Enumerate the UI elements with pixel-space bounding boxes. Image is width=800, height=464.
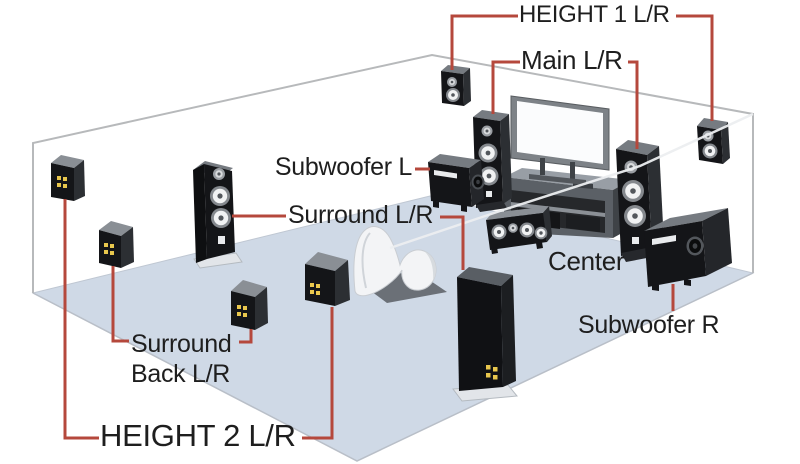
- height1-right-speaker: [697, 118, 730, 164]
- speaker-terminals-icon: [310, 283, 320, 295]
- height2-right-speaker: [305, 252, 350, 306]
- connector-surround-back-left: [111, 266, 129, 343]
- connector-height2-left: [63, 199, 99, 440]
- label-center: Center: [548, 246, 625, 276]
- listening-chair: [353, 226, 447, 303]
- connector-main-left: [491, 60, 520, 114]
- speaker-terminals-icon: [486, 365, 498, 380]
- label-subwoofer-l: Subwoofer L: [274, 153, 412, 181]
- tv-stand: [529, 158, 586, 185]
- connector-main-right: [628, 60, 639, 149]
- label-subwoofer-r: Subwoofer R: [578, 311, 720, 339]
- label-height2: HEIGHT 2 L/R: [100, 418, 296, 453]
- label-surround-back: Surround Back L/R: [131, 329, 232, 389]
- bass-port-icon: [486, 191, 492, 197]
- speaker-terminals-icon: [237, 305, 247, 317]
- subwoofer-grille-icon: [652, 235, 676, 245]
- label-surround-back-line2: Back L/R: [131, 360, 231, 388]
- room-floor-front-edge: [32, 272, 754, 462]
- connector-lines: [63, 14, 714, 440]
- connector-surround-right: [440, 215, 465, 270]
- surround-left-speaker: [193, 161, 243, 269]
- room-near-wall-edge: [389, 112, 754, 250]
- bass-port-icon: [632, 237, 639, 244]
- surround-back-left-speaker: [99, 221, 134, 268]
- speaker-terminals-icon: [57, 176, 67, 188]
- subwoofer-driver-icon: [686, 236, 704, 256]
- tv-screen: [517, 101, 603, 164]
- label-main: Main L/R: [521, 45, 623, 75]
- subwoofer-left: [428, 154, 485, 212]
- height2-left-speaker: [51, 155, 85, 201]
- surround-back-right-speaker: [231, 280, 268, 330]
- label-height1: HEIGHT 1 L/R: [519, 1, 670, 28]
- speaker-terminals-icon: [104, 243, 114, 255]
- height1-left-speaker: [441, 65, 471, 106]
- subwoofer-driver-icon: [471, 174, 485, 190]
- connector-height2-right: [302, 307, 334, 440]
- center-speaker: [486, 206, 552, 254]
- bass-port-icon: [218, 236, 225, 244]
- tv: [510, 95, 610, 171]
- subwoofer-grille-icon: [434, 170, 457, 179]
- connector-height1-right: [676, 14, 714, 121]
- surround-right-speaker: [452, 267, 518, 402]
- connector-height1-left: [450, 14, 518, 70]
- label-surround-back-line1: Surround: [131, 330, 232, 358]
- label-surround: Surround L/R: [288, 201, 434, 229]
- subwoofer-right: [644, 208, 732, 291]
- room-wall-edges: [32, 53, 754, 293]
- connector-surround-back-right: [239, 329, 253, 344]
- av-receiver: [566, 214, 600, 232]
